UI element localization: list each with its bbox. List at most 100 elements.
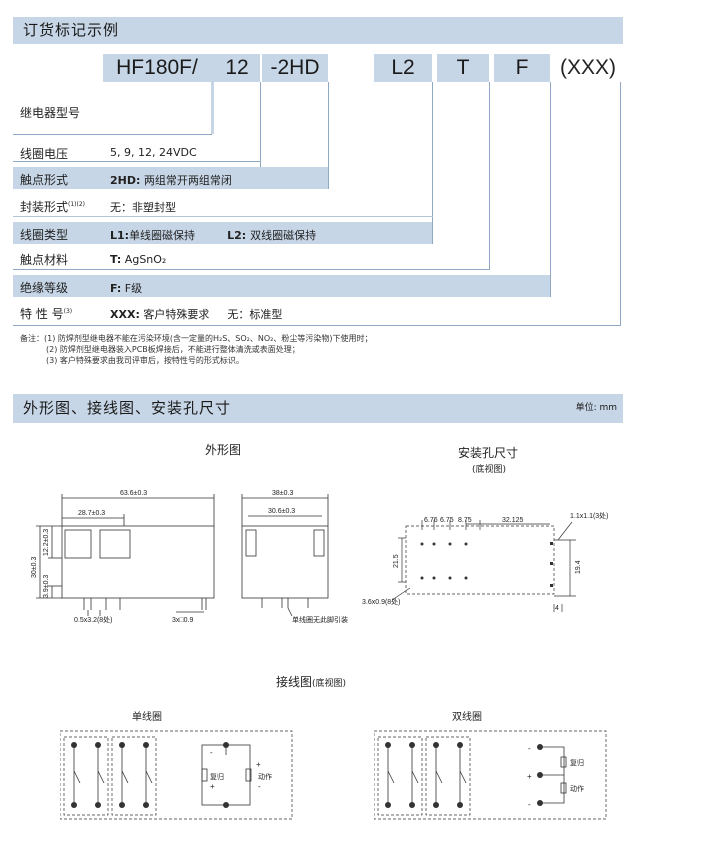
hole-875: 8.75 [458, 517, 472, 524]
dim-3x: 3x□0.9 [172, 617, 193, 624]
value-coil-code1: L1: [110, 229, 130, 242]
dim-122: 12.2±0.3 [43, 529, 50, 556]
mount-caption: 安装孔尺寸 [458, 446, 519, 460]
label-coil: 线圈类型 [20, 228, 69, 242]
code-voltage: 12 [214, 54, 260, 82]
code-model: HF180F/ [103, 54, 211, 82]
value-insulation: F: F级 [110, 280, 142, 296]
dim-39: 3.9±0.3 [43, 575, 50, 598]
value-contact: 2HD: 两组常开两组常闭 [110, 172, 232, 188]
divider [620, 82, 621, 325]
dims-header: 外形图、接线图、安装孔尺寸 单位: mm [13, 394, 623, 423]
value-material: T: AgSnO₂ [110, 253, 166, 266]
dim-287: 28.7±0.3 [78, 510, 105, 517]
hole-194: 19.4 [575, 560, 582, 574]
label-material: 触点材料 [20, 253, 69, 267]
label-special-sup: (3) [63, 308, 73, 315]
unit-label: 单位: mm [575, 403, 617, 413]
double-reset: 复归 [570, 758, 584, 767]
dim-05: 0.5x3.2(8处) [74, 615, 113, 624]
divider [13, 134, 212, 135]
divider [260, 82, 261, 167]
double-minus-top: - [528, 744, 531, 753]
hole-11: 1.1x1.1(3处) [570, 511, 609, 520]
outline-front-view: 63.6±0.3 28.7±0.3 30±0.3 12.2±0.3 3.9±0.… [31, 490, 215, 624]
value-special-code: XXX: [110, 308, 140, 321]
single-minus-bottom: - [258, 782, 261, 791]
label-package-sup: (1)(2) [68, 201, 86, 208]
value-special: XXX: 客户特殊要求 无：标准型 [110, 306, 282, 322]
divider [328, 82, 329, 189]
value-material-code: T: [110, 253, 122, 266]
label-special-text: 特 性 号 [20, 307, 64, 321]
value-insulation-code: F: [110, 282, 122, 295]
hole-676a: 6.76 [424, 517, 438, 524]
code-special: (XXX) [559, 56, 616, 79]
divider [550, 82, 551, 297]
value-package: 无：非塑封型 [110, 201, 176, 214]
step-edge [211, 54, 214, 134]
label-voltage: 线圈电压 [20, 147, 69, 161]
single-act: 动作 [258, 772, 272, 781]
single-reset: 复归 [210, 772, 224, 781]
code-material: T [437, 54, 489, 82]
single-minus-top: - [210, 748, 213, 757]
value-coil-text2: 双线圈磁保持 [250, 229, 317, 242]
value-contact-code: 2HD: [110, 174, 141, 187]
row-bg-coil [13, 222, 432, 244]
label-special: 特 性 号(3) [20, 305, 72, 322]
double-caption: 双线圈 [452, 712, 482, 723]
dims-title: 外形图、接线图、安装孔尺寸 [23, 399, 232, 417]
hole-676b: 6.75 [440, 517, 454, 524]
label-contact: 触点形式 [20, 173, 69, 187]
value-coil: L1:单线圈磁保持 L2:双线圈磁保持 [110, 227, 316, 243]
note-2: (2) 防焊剂型继电器装入PCB板焊接后，不能进行整体清洗或表面处理； [46, 345, 300, 354]
label-model: 继电器型号 [20, 106, 81, 120]
single-plus-top: + [256, 760, 261, 769]
single-plus-bottom: + [210, 782, 215, 791]
value-special-std: 无：标准型 [227, 308, 283, 321]
outline-side-view: 38±0.3 30.6±0.3 单线圈无此脚引装 [241, 490, 348, 624]
value-coil-text1: 单线圈磁保持 [129, 229, 196, 242]
dim-636: 63.6±0.3 [120, 490, 147, 497]
label-package: 封装形式(1)(2) [20, 198, 85, 215]
row-bg-contact [13, 167, 328, 189]
hole-215: 21.5 [393, 554, 400, 568]
dim-306: 30.6±0.3 [268, 508, 295, 515]
divider [432, 82, 433, 244]
note-1: 备注：(1) 防焊剂型继电器不能在污染环境(含一定量的H₂S、SO₂、NO₂、粉… [20, 334, 373, 343]
divider [13, 269, 490, 270]
label-insulation: 绝缘等级 [20, 281, 69, 295]
note-3: (3) 客户特殊要求由我司评审后，按特性号的形式标识。 [46, 356, 244, 365]
hole-36: 3.6x0.9(8处) [362, 597, 401, 606]
code-contact: -2HD [262, 54, 328, 82]
value-coil-code2: L2: [227, 229, 247, 242]
dim-30: 30±0.3 [31, 557, 38, 578]
double-minus-bottom: - [528, 800, 531, 809]
double-coil-diagram: - + - 复归 动作 [374, 730, 607, 820]
divider [489, 82, 490, 270]
divider [13, 161, 261, 162]
value-special-text: 客户特殊要求 [139, 308, 210, 321]
single-caption: 单线圈 [132, 712, 162, 723]
code-insulation: F [494, 54, 550, 82]
double-act: 动作 [570, 784, 584, 793]
divider [13, 216, 433, 217]
value-voltage: 5, 9, 12, 24VDC [110, 146, 197, 159]
value-insulation-text: F级 [121, 282, 143, 295]
divider [13, 325, 621, 326]
outline-caption: 外形图 [205, 443, 242, 457]
hole-4: 4 [555, 605, 559, 612]
mount-hole-drawing: 6.76 6.75 8.75 32.125 1.1x1.1(3处) 21.5 1… [362, 511, 609, 612]
mount-sub: (底视图) [472, 465, 507, 475]
single-coil-diagram: - 复归 + + 动作 - [60, 730, 293, 820]
dim-38: 38±0.3 [272, 490, 293, 497]
code-coil: L2 [374, 54, 432, 82]
value-material-text: AgSnO₂ [121, 253, 167, 266]
wiring-caption-text: 接线图 [276, 675, 313, 689]
double-plus: + [527, 772, 532, 781]
label-package-text: 封装形式 [20, 200, 69, 214]
hole-32: 32.125 [502, 517, 524, 524]
order-title: 订货标记示例 [23, 21, 120, 39]
row-bg-insulation [13, 275, 551, 297]
